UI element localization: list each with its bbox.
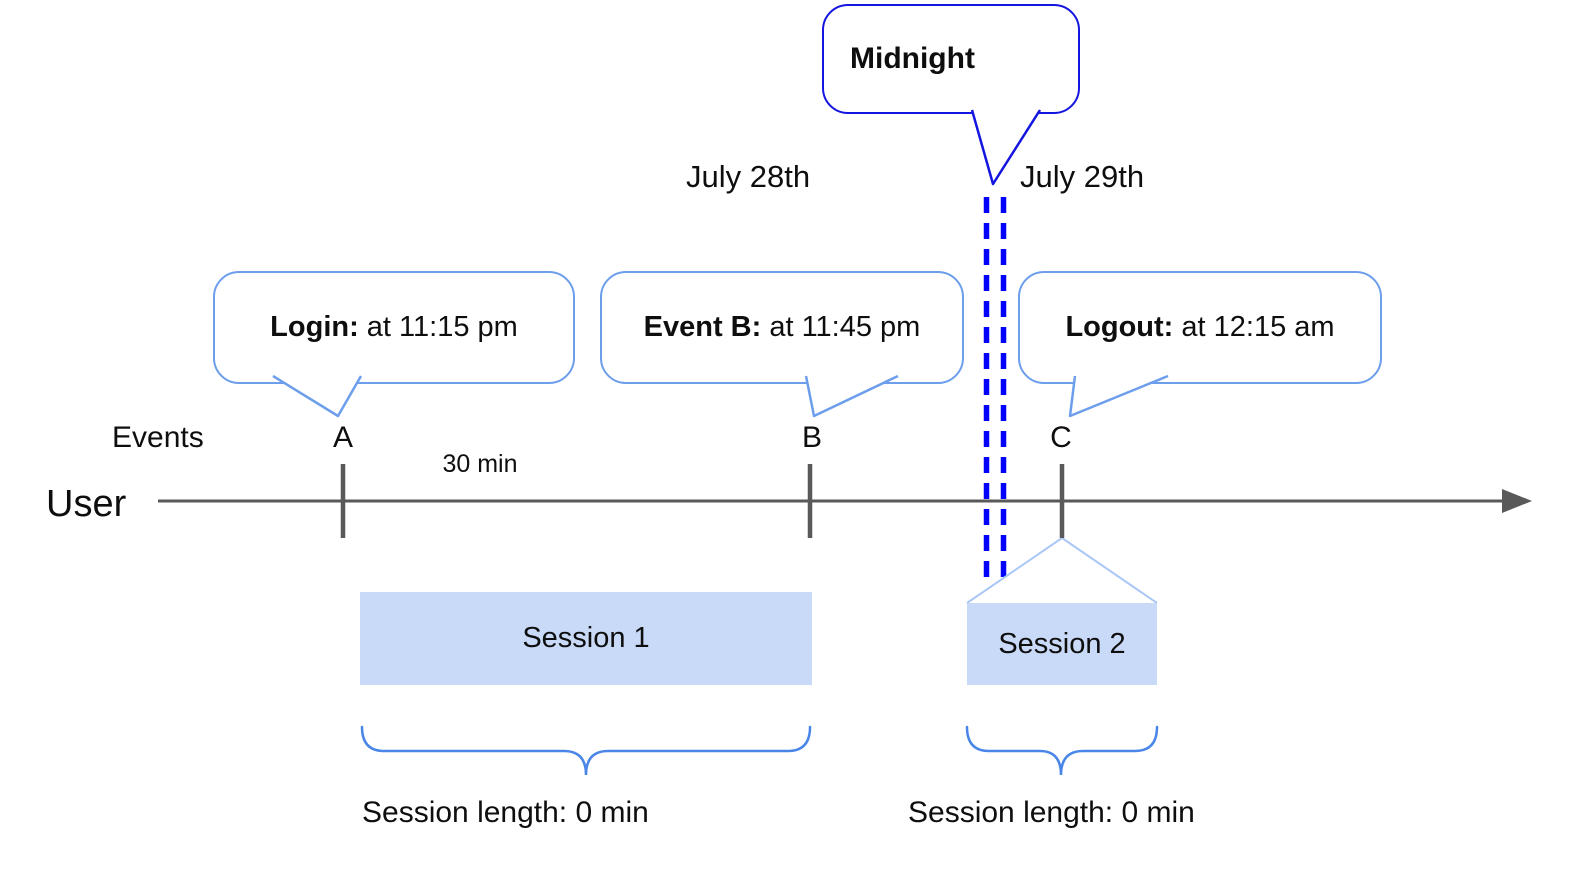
tick-label-b: B — [801, 421, 822, 454]
event-b-bubble-text: Event B: at 11:45 pm — [643, 311, 921, 343]
timeline-arrowhead — [1502, 489, 1532, 513]
user-axis-label: User — [46, 483, 127, 525]
login-bubble: Login: at 11:15 pm — [213, 271, 575, 384]
login-bubble-text: Login: at 11:15 pm — [270, 311, 518, 343]
events-axis-label: Events — [112, 421, 204, 454]
midnight-label: Midnight — [850, 42, 975, 75]
logout-bubble: Logout: at 12:15 am — [1018, 271, 1382, 384]
session-1-length-label: Session length: 0 min — [362, 796, 649, 829]
session-2-brace — [965, 725, 1159, 776]
session-2-callout-lines — [966, 536, 1158, 604]
date-label-july-29: July 29th — [1020, 159, 1145, 194]
session-2-length-label: Session length: 0 min — [908, 796, 1195, 829]
session-2-box: Session 2 — [967, 603, 1157, 685]
midnight-bubble: Midnight — [822, 4, 1080, 114]
session-2-label: Session 2 — [998, 627, 1126, 660]
event-b-bubble: Event B: at 11:45 pm — [600, 271, 964, 384]
session-1-label: Session 1 — [522, 622, 650, 654]
tick-label-c: C — [1050, 421, 1072, 454]
interval-label-30min: 30 min — [442, 450, 518, 478]
tick-label-a: A — [332, 421, 353, 454]
session-1-box: Session 1 — [360, 592, 812, 685]
date-label-july-28: July 28th — [686, 159, 811, 194]
session-1-brace — [360, 725, 812, 776]
logout-bubble-text: Logout: at 12:15 am — [1065, 311, 1335, 343]
